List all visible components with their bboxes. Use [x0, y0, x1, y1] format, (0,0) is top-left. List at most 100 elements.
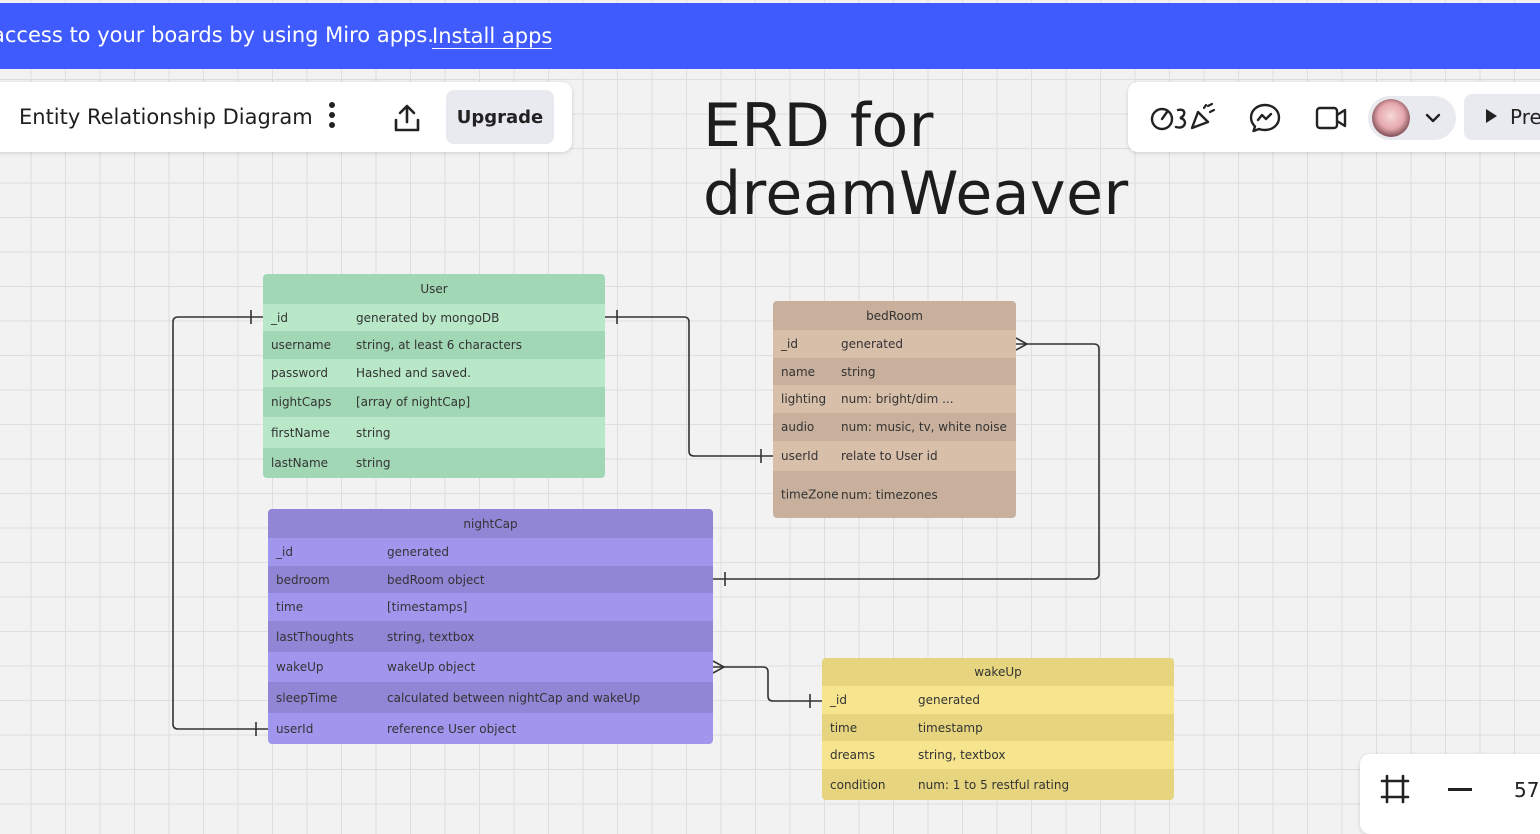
field-type: [timestamps] [387, 600, 468, 614]
table-row: _id generated by mongoDB [263, 304, 605, 331]
entity-table-wakeup[interactable]: wakeUp _id generated time timestamp drea… [822, 658, 1174, 800]
fit-to-screen-icon[interactable] [1380, 774, 1410, 804]
field-type: num: 1 to 5 restful rating [918, 777, 1070, 792]
table-row: condition num: 1 to 5 restful rating [822, 769, 1174, 800]
present-button[interactable]: Pre [1464, 94, 1540, 140]
field-name: wakeUp [276, 660, 324, 674]
field-type: generated [387, 545, 449, 559]
field-name: sleepTime [276, 690, 338, 705]
table-header: nightCap [268, 509, 713, 538]
user-menu[interactable] [1368, 96, 1456, 140]
connector-user-nightcap [172, 316, 268, 730]
connector-user-bedroom [605, 316, 773, 457]
field-name: time [830, 720, 858, 735]
collaboration-toolbar: Pre [1128, 82, 1540, 152]
board-title[interactable]: Entity Relationship Diagram [19, 105, 313, 129]
field-name: lastThoughts [276, 629, 354, 644]
field-name: password [271, 366, 328, 380]
avatar[interactable] [1372, 99, 1410, 137]
field-name: time [276, 600, 304, 614]
table-row: _id generated [822, 686, 1174, 714]
table-row: userId relate to User id [773, 441, 1016, 471]
field-name: _id [830, 693, 847, 707]
field-type: string [841, 364, 876, 379]
table-header: User [263, 274, 605, 304]
field-name: dreams [830, 748, 875, 762]
field-type: generated by mongoDB [356, 310, 500, 325]
table-row: timeZone num: timezones [773, 471, 1016, 518]
upgrade-button[interactable]: Upgrade [446, 90, 554, 144]
board-header-toolbar: Entity Relationship Diagram Upgrade [0, 82, 572, 152]
field-type: [array of nightCap] [356, 395, 471, 409]
reactions-icon[interactable] [1150, 102, 1218, 134]
table-header: wakeUp [822, 658, 1174, 686]
diagram-title-line-1: ERD for [703, 91, 934, 161]
zoom-level[interactable]: 57 [1514, 778, 1540, 802]
field-name: _id [781, 337, 798, 351]
table-row: lighting num: bright/dim ... [773, 385, 1016, 413]
field-type: generated [841, 337, 903, 351]
table-row: bedroom bedRoom object [268, 566, 713, 593]
field-type: string, textbox [387, 629, 475, 644]
table-row: nightCaps [array of nightCap] [263, 387, 605, 417]
table-row: _id generated [773, 330, 1016, 358]
field-name: userId [781, 449, 819, 463]
play-icon [1486, 109, 1497, 123]
diagram-title[interactable]: ERD for dreamWeaver [703, 92, 1129, 228]
field-name: nightCaps [271, 395, 332, 409]
field-type: bedRoom object [387, 572, 485, 587]
table-row: username string, at least 6 characters [263, 331, 605, 359]
entity-table-user[interactable]: User _id generated by mongoDB username s… [263, 274, 605, 478]
field-type: reference User object [387, 721, 517, 736]
field-name: bedroom [276, 572, 330, 587]
zoom-out-icon[interactable] [1448, 788, 1472, 791]
zoom-controls: 57 [1360, 754, 1540, 834]
relationship-connectors [172, 310, 1100, 736]
field-name: audio [781, 420, 815, 434]
field-name: userId [276, 721, 314, 736]
field-name: _id [271, 310, 288, 325]
video-call-icon[interactable] [1314, 102, 1348, 134]
field-name: _id [276, 545, 293, 559]
table-row: sleepTime calculated between nightCap an… [268, 682, 713, 713]
field-name: lighting [781, 392, 827, 406]
entity-table-bedroom[interactable]: bedRoom _id generated name string lighti… [773, 301, 1016, 518]
field-type: calculated between nightCap and wakeUp [387, 690, 641, 705]
table-row: lastName string [263, 448, 605, 478]
install-apps-link[interactable]: Install apps [432, 24, 553, 49]
banner-message: access to your boards by using Miro apps… [0, 23, 434, 47]
table-row: audio num: music, tv, white noise [773, 413, 1016, 441]
more-options-icon[interactable] [328, 102, 336, 132]
field-type: num: music, tv, white noise [841, 420, 1007, 434]
field-type: Hashed and saved. [356, 366, 471, 380]
table-row: userId reference User object [268, 713, 713, 744]
field-name: lastName [271, 456, 329, 470]
table-row: time [timestamps] [268, 593, 713, 621]
table-row: lastThoughts string, textbox [268, 621, 713, 652]
table-row: firstName string [263, 417, 605, 448]
table-header: bedRoom [773, 301, 1016, 330]
field-type: string, at least 6 characters [356, 338, 522, 352]
field-type: num: bright/dim ... [841, 392, 954, 406]
entity-table-nightcap[interactable]: nightCap _id generated bedroom bedRoom o… [268, 509, 713, 744]
present-label: Pre [1510, 105, 1540, 129]
field-name: firstName [271, 425, 330, 440]
chat-icon[interactable] [1248, 102, 1282, 134]
field-name: timeZone [781, 487, 839, 501]
connector-bedroom-nightcap [713, 343, 1100, 580]
field-type: relate to User id [841, 449, 938, 463]
chevron-down-icon[interactable] [1425, 111, 1441, 125]
field-type: timestamp [918, 720, 983, 735]
connector-nightcap-wakeup [713, 666, 822, 702]
table-row: time timestamp [822, 714, 1174, 741]
diagram-title-line-2: dreamWeaver [703, 159, 1129, 229]
share-upload-icon[interactable] [392, 103, 422, 133]
table-row: _id generated [268, 538, 713, 566]
field-name: name [781, 364, 816, 379]
field-name: username [271, 338, 331, 352]
field-type: num: timezones [841, 487, 938, 502]
apps-banner: access to your boards by using Miro apps… [0, 3, 1540, 69]
table-row: name string [773, 358, 1016, 385]
table-row: password Hashed and saved. [263, 359, 605, 387]
table-row: wakeUp wakeUp object [268, 652, 713, 682]
